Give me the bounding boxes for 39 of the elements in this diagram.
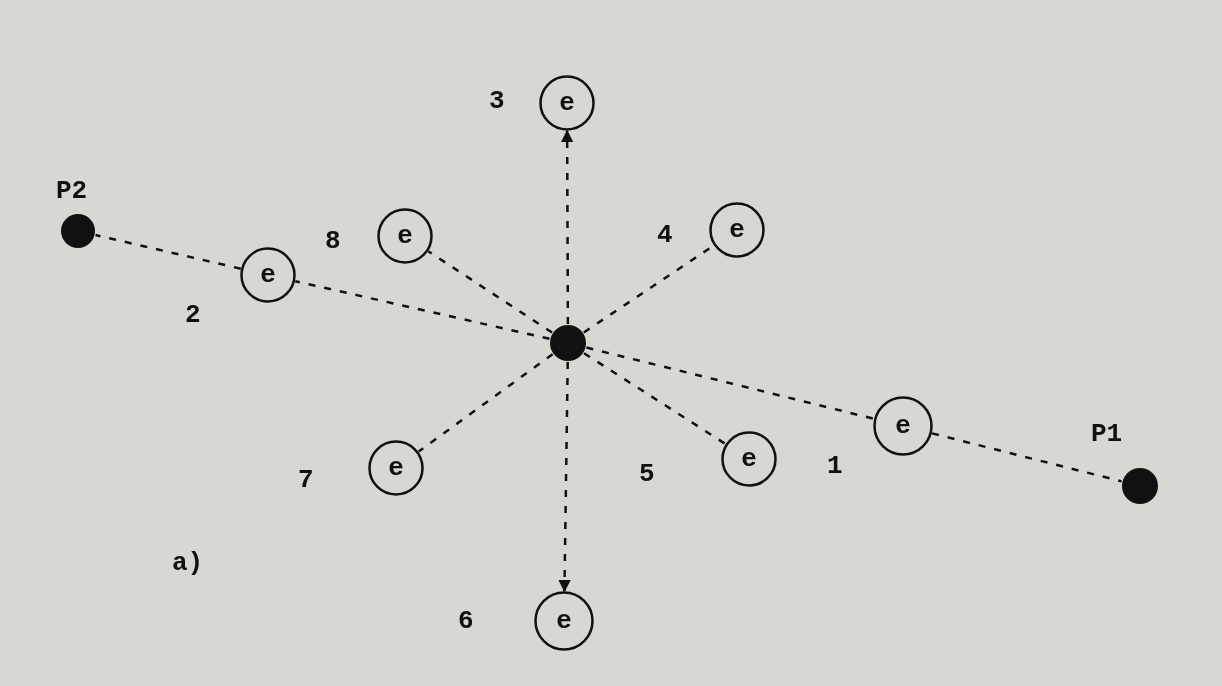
- electron-symbol: e: [729, 217, 745, 243]
- dashed-line: [95, 233, 241, 270]
- point-label: P1: [1091, 421, 1123, 447]
- particle-dot: [60, 213, 96, 249]
- electron-circle: [368, 440, 424, 496]
- electron-number: 5: [639, 461, 655, 487]
- dashed-line: [583, 352, 727, 445]
- electron-circle: [240, 247, 296, 303]
- electron-symbol: e: [397, 223, 413, 249]
- dashed-line: [295, 279, 550, 340]
- electron-circle: [709, 202, 765, 258]
- electron-symbol: e: [260, 262, 276, 288]
- electron-number: 8: [325, 228, 341, 254]
- electron-circle: [873, 396, 933, 456]
- electron-number: 7: [298, 467, 314, 493]
- electron-number: 4: [657, 222, 673, 248]
- electron-symbol: e: [559, 90, 575, 116]
- point-label: P2: [56, 178, 88, 204]
- electron-symbol: e: [741, 446, 757, 472]
- dashed-line: [586, 346, 875, 420]
- panel-label: a): [172, 548, 204, 578]
- electron-circle: [539, 75, 595, 131]
- electron-symbol: e: [388, 455, 404, 481]
- electron-circle: [721, 431, 777, 487]
- electron-circle: [534, 591, 594, 651]
- arrow: [560, 129, 574, 324]
- arrow: [558, 361, 571, 593]
- electron-number: 2: [185, 302, 201, 328]
- electron-number: 6: [458, 608, 474, 634]
- electron-number: 3: [489, 88, 505, 114]
- electron-number: 1: [827, 453, 843, 479]
- electron-symbol: e: [556, 608, 572, 634]
- dashed-line: [931, 432, 1122, 483]
- dashed-line: [417, 353, 554, 453]
- particle-dot: [549, 324, 587, 362]
- electron-symbol: e: [895, 413, 911, 439]
- dashed-line: [427, 250, 553, 334]
- particle-dot: [1121, 467, 1159, 505]
- electron-circle: [377, 208, 433, 264]
